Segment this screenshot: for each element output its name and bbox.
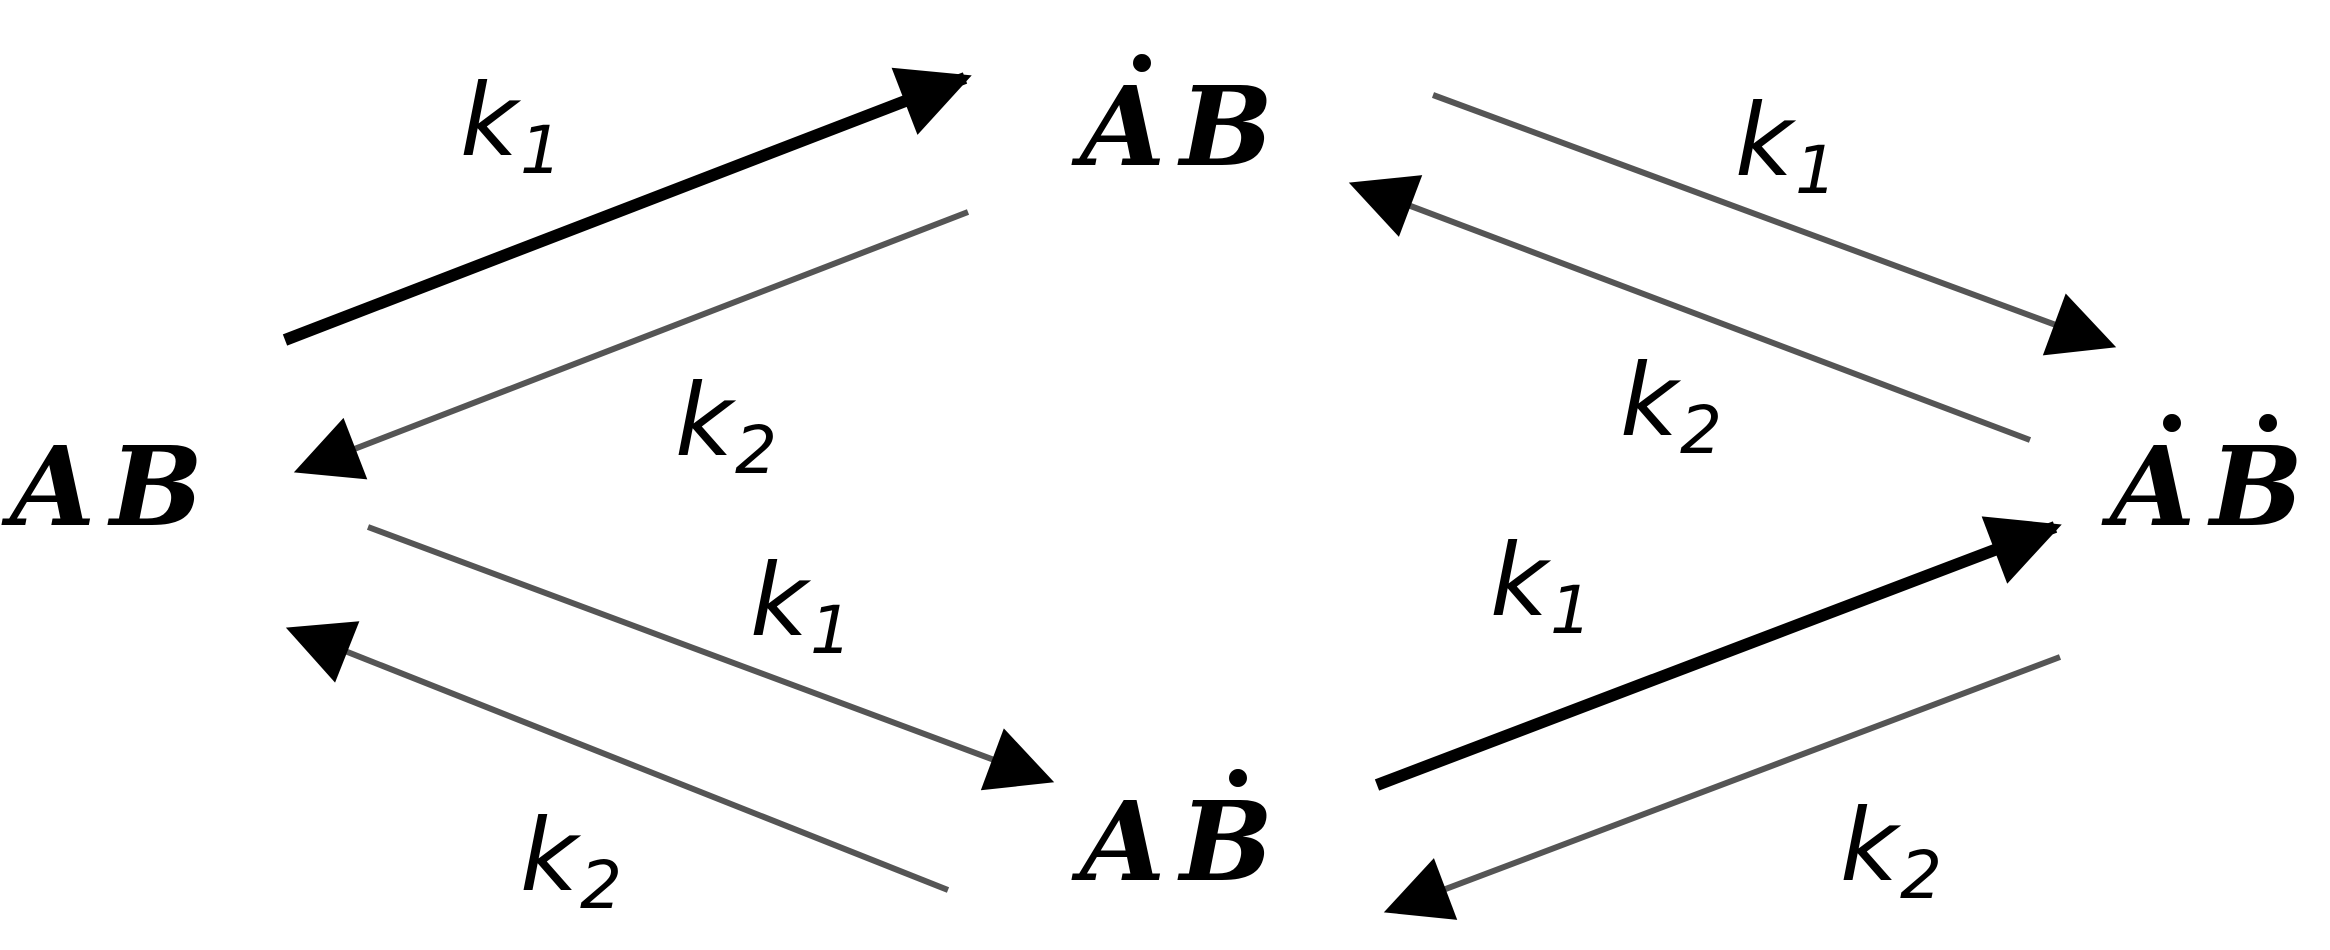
rate-label-k2: k 2 [520,797,622,924]
rate-symbol: k [1840,787,1902,904]
rate-symbol: k [1735,82,1797,199]
arrow-adotbdot-to-adotb [1348,175,2032,443]
rate-symbol: k [460,62,522,179]
rate-subscript: 1 [1550,572,1592,649]
state-letter-b: B [1177,777,1273,906]
rate-subscript: 1 [810,592,852,669]
rate-label-k1: k 1 [750,542,852,669]
state-letter-b: B [107,422,203,551]
rate-label-k1: k 1 [1735,82,1837,209]
arrow-adotb-to-adotbdot [1431,92,2117,356]
dot-on-b [1229,769,1247,787]
dot-on-a [2163,414,2181,432]
state-letter-b: B [1177,62,1273,191]
arrow-adotb-to-ab [293,209,970,480]
rate-label-k1: k 1 [1490,522,1592,649]
rate-label-k2: k 2 [1620,342,1722,469]
dot-on-a [1133,54,1151,72]
arrow-ab-to-abdot [366,524,1055,791]
state-a-dot-b-dot: A B [2101,414,2303,551]
state-letter-a: A [1071,62,1165,191]
arrow-abdot-to-adotbdot [1374,516,2062,791]
rate-subscript: 2 [580,847,622,924]
rate-subscript: 1 [1795,132,1837,209]
state-letter-b: B [2207,422,2303,551]
state-letter-a: A [1071,777,1165,906]
rate-label-k1: k 1 [460,62,562,189]
rate-symbol: k [520,797,582,914]
state-ab: A B [1,422,203,551]
arrow-abdot-to-ab [285,621,950,893]
state-letter-a: A [1,422,95,551]
rate-label-k2: k 2 [1840,787,1942,914]
arrow-ab-to-adotb [282,67,972,346]
rate-subscript: 2 [1900,837,1942,914]
rate-symbol: k [1490,522,1552,639]
state-letter-a: A [2101,422,2195,551]
dot-on-b [2259,414,2277,432]
arrow-adotbdot-to-abdot [1383,654,2062,920]
rate-subscript: 2 [1680,392,1722,469]
rate-symbol: k [675,362,737,479]
rate-symbol: k [1620,342,1682,459]
rate-symbol: k [750,542,812,659]
state-a-b-dot: A B [1071,769,1273,906]
state-a-dot-b: A B [1071,54,1273,191]
rate-label-k2: k 2 [675,362,777,489]
rate-subscript: 2 [735,412,777,489]
rate-subscript: 1 [520,112,562,189]
